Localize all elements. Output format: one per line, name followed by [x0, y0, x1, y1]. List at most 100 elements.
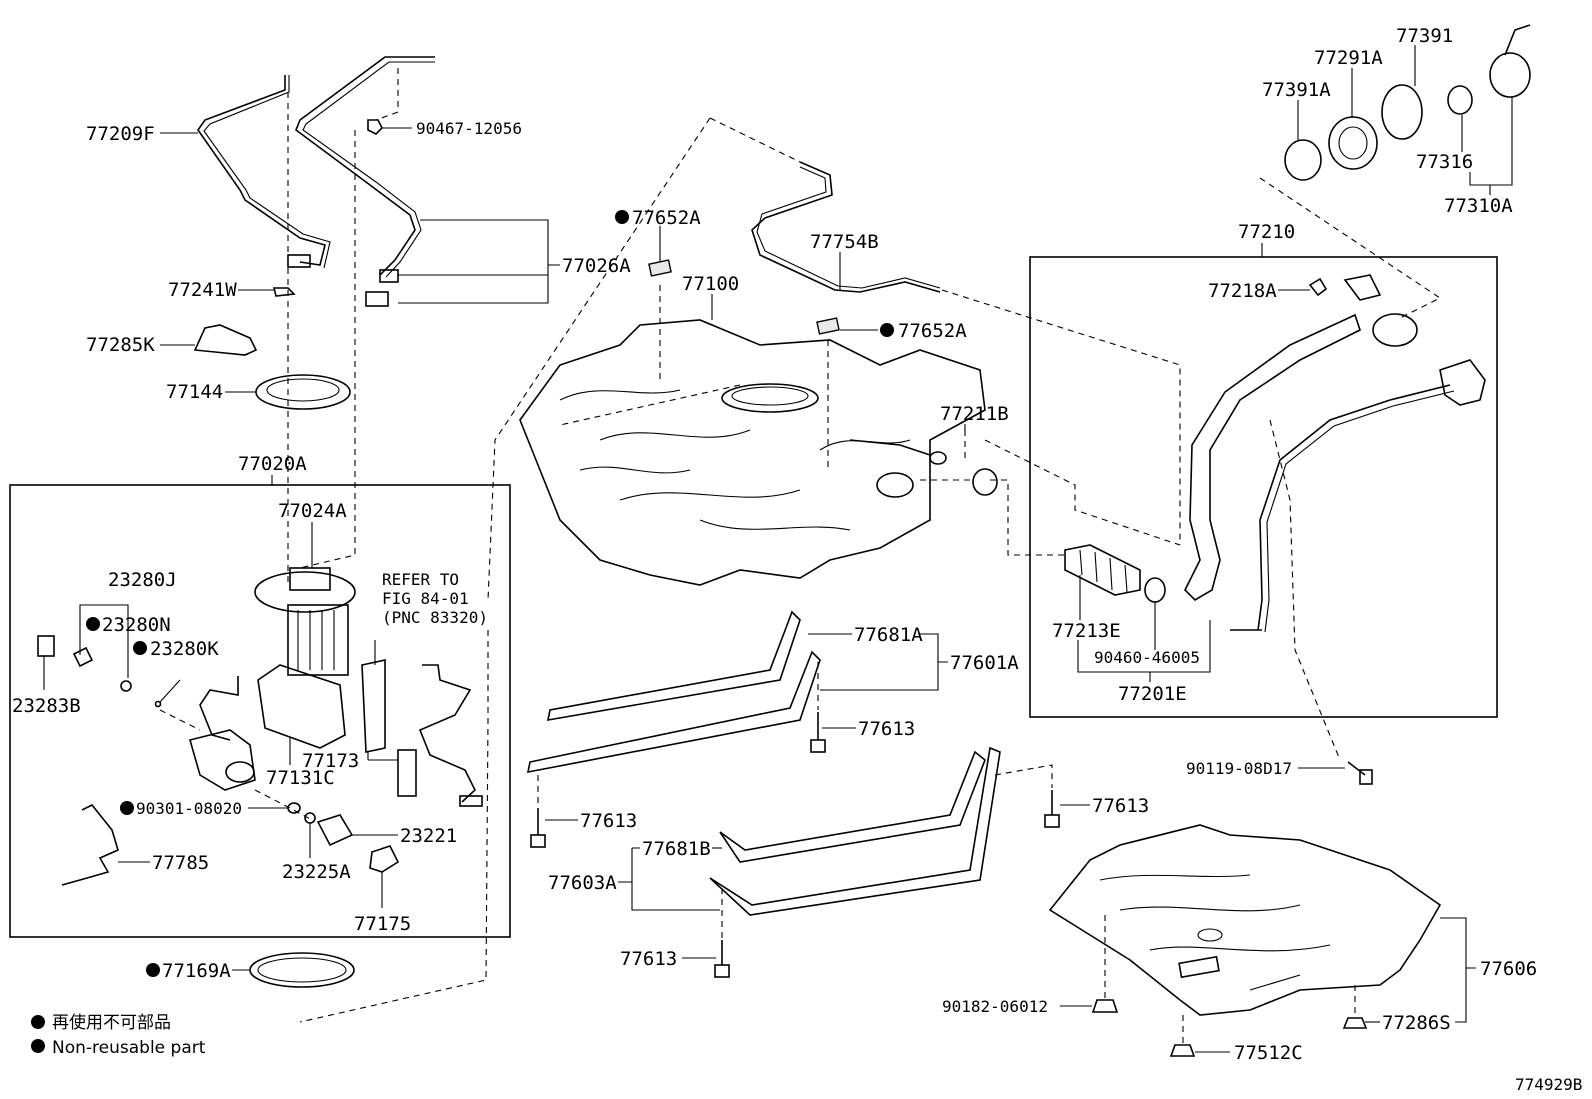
leader-77603a — [618, 847, 720, 911]
retainer-77144-inner — [266, 378, 340, 402]
legend-english: Non-reusable part — [52, 1038, 206, 1058]
label-77613-b: 77613 — [580, 810, 637, 832]
filler-vent — [1439, 359, 1486, 406]
label-77310a: 77310A — [1444, 195, 1513, 217]
label-77652a-mid: 77652A — [898, 320, 967, 342]
clip-77218a-b — [1343, 274, 1382, 301]
label-77512c: 77512C — [1234, 1042, 1303, 1064]
dash-pump-1 — [159, 709, 201, 731]
clamp-90460 — [1144, 577, 1166, 603]
label-77601a: 77601A — [950, 652, 1019, 674]
leader-77026a — [398, 219, 560, 304]
label-90467: 90467-12056 — [416, 119, 522, 138]
tube-77209f — [197, 75, 326, 266]
label-77213e: 77213E — [1052, 620, 1121, 642]
seal-77291a — [1328, 116, 1378, 170]
label-77241w: 77241W — [168, 279, 237, 301]
undercover-77606 — [1048, 824, 1442, 1016]
bolt-77613-b — [530, 808, 546, 848]
tank-hose-end — [929, 451, 947, 465]
hose-77754b — [751, 161, 941, 293]
label-77173: 77173 — [302, 750, 359, 772]
bullet-77169a — [146, 963, 160, 977]
label-77286s: 77286S — [1382, 1012, 1451, 1034]
oring-90301 — [287, 802, 301, 814]
label-23280n: 23280N — [102, 614, 171, 636]
label-refer-3: (PNC 83320) — [382, 608, 488, 627]
gasket-77169a-inner — [257, 957, 347, 983]
leader-refer — [299, 630, 489, 1023]
leader-77310a — [1469, 97, 1513, 195]
part-23283b — [37, 635, 55, 657]
label-77613-a: 77613 — [858, 718, 915, 740]
tank-77100 — [519, 319, 986, 586]
pump-motor — [189, 729, 256, 791]
clip-77218a — [1308, 277, 1328, 297]
label-77291a: 77291A — [1314, 47, 1383, 69]
tube-77209f-inner — [203, 75, 331, 269]
label-77100: 77100 — [682, 273, 739, 295]
hose-77213e-ribs — [1079, 549, 1128, 593]
bolt-77613-a — [810, 712, 826, 753]
label-77024a: 77024A — [278, 500, 347, 522]
label-77211b: 77211B — [940, 403, 1009, 425]
nut-90182 — [1091, 999, 1119, 1013]
oring-23225a — [304, 812, 316, 824]
label-77210: 77210 — [1238, 221, 1295, 243]
tank-pump-hole — [721, 383, 819, 413]
connector-77209f — [287, 254, 311, 268]
gasket-77391a — [1284, 139, 1322, 181]
label-90301: 90301-08020 — [136, 799, 242, 818]
label-77613-c: 77613 — [1092, 795, 1149, 817]
label-23280k: 23280K — [150, 638, 219, 660]
strap-77601a — [526, 650, 821, 774]
dash-s4 — [994, 764, 1053, 788]
dash-3 — [375, 68, 399, 121]
label-23283b: 23283B — [12, 695, 81, 717]
clip-77512c — [1169, 1044, 1196, 1057]
tank-pump-hole-inner — [731, 386, 809, 406]
dash-pump-2 — [254, 789, 313, 821]
pump-motor-end — [225, 761, 255, 783]
leader-77201e — [1077, 620, 1211, 682]
label-77144: 77144 — [166, 381, 223, 403]
pump-flange — [254, 571, 356, 613]
cap-77310a — [1489, 52, 1531, 98]
dash-cap — [1259, 177, 1442, 319]
part-23280k-small — [154, 700, 162, 708]
bullet-legend-1 — [31, 1015, 45, 1029]
part-23280n — [72, 646, 94, 668]
tube-77026a — [295, 56, 435, 276]
label-23225a: 23225A — [282, 861, 351, 883]
bolt-77613-d — [714, 940, 730, 978]
pump-body — [287, 604, 349, 676]
filler-pipe-assembly-box — [1029, 256, 1498, 718]
bullet-90301 — [120, 801, 134, 815]
clamp-77211b — [972, 468, 998, 496]
bullet-23280k — [133, 641, 147, 655]
label-77606: 77606 — [1480, 958, 1537, 980]
bolt-90119 — [1347, 761, 1373, 785]
filler-breather — [1257, 384, 1451, 631]
wire-connector — [459, 795, 483, 807]
part-23280k — [120, 680, 132, 692]
label-90460: 90460-46005 — [1094, 648, 1200, 667]
label-77391: 77391 — [1396, 25, 1453, 47]
label-77175: 77175 — [354, 913, 411, 935]
wire-77785 — [61, 803, 119, 886]
diagram-id: 774929B — [1515, 1075, 1582, 1094]
bullet-77652a-mid — [880, 323, 894, 337]
leader-77173 — [367, 752, 398, 761]
ring-77391 — [1381, 84, 1423, 140]
clip-90467 — [367, 119, 383, 135]
connector-77026a-b — [365, 291, 389, 307]
label-23280j: 23280J — [108, 569, 177, 591]
label-77285k: 77285K — [86, 334, 155, 356]
label-77026a: 77026A — [562, 255, 631, 277]
label-77131c: 77131C — [266, 767, 335, 789]
tank-port — [876, 472, 914, 498]
strap-77681b — [719, 750, 986, 863]
leader-23280j — [79, 604, 129, 678]
connector-77026a-a — [379, 269, 399, 283]
